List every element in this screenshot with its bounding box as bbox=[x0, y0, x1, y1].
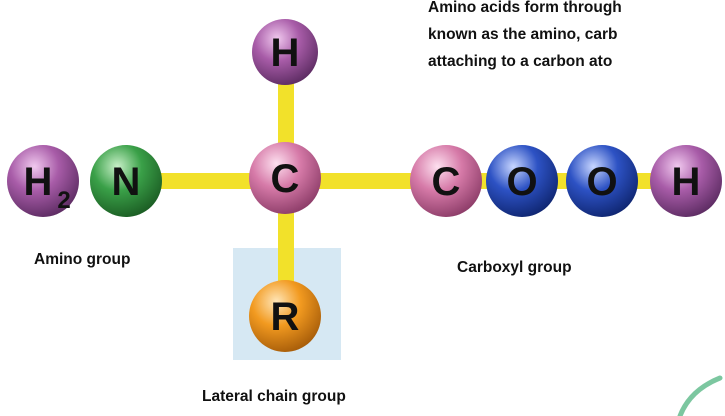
lateral-chain-group-label: Lateral chain group bbox=[202, 388, 346, 405]
atom-o-1: O bbox=[486, 145, 558, 217]
carboxyl-group-label: Carboxyl group bbox=[457, 259, 572, 276]
intro-line-1: Amino acids form through bbox=[428, 0, 622, 16]
atom-o-1-label: O bbox=[506, 160, 537, 204]
atom-h-end: H bbox=[650, 145, 722, 217]
intro-line-2: known as the amino, carb bbox=[428, 26, 618, 43]
amino-group-label: Amino group bbox=[34, 251, 131, 268]
atom-r: R bbox=[249, 280, 321, 352]
atom-h2-label: H bbox=[24, 160, 53, 204]
decorative-curve bbox=[677, 375, 723, 416]
atom-n-label: N bbox=[112, 160, 141, 204]
atom-h-top: H bbox=[252, 19, 318, 85]
intro-line-3: attaching to a carbon ato bbox=[428, 53, 613, 70]
atom-h2: H 2 bbox=[7, 145, 79, 217]
atom-r-label: R bbox=[271, 295, 300, 339]
intro-text: Amino acids form through known as the am… bbox=[428, 0, 725, 75]
atom-c-center-label: C bbox=[271, 157, 300, 201]
atom-c-carboxyl-label: C bbox=[432, 160, 461, 204]
atom-c-carboxyl: C bbox=[410, 145, 482, 217]
atom-h-top-label: H bbox=[271, 31, 300, 75]
atom-o-2: O bbox=[566, 145, 638, 217]
atom-o-2-label: O bbox=[586, 160, 617, 204]
atom-h-end-label: H bbox=[672, 160, 701, 204]
atom-h2-subscript: 2 bbox=[57, 187, 70, 214]
atom-n: N bbox=[90, 145, 162, 217]
atom-c-center: C bbox=[249, 142, 321, 214]
